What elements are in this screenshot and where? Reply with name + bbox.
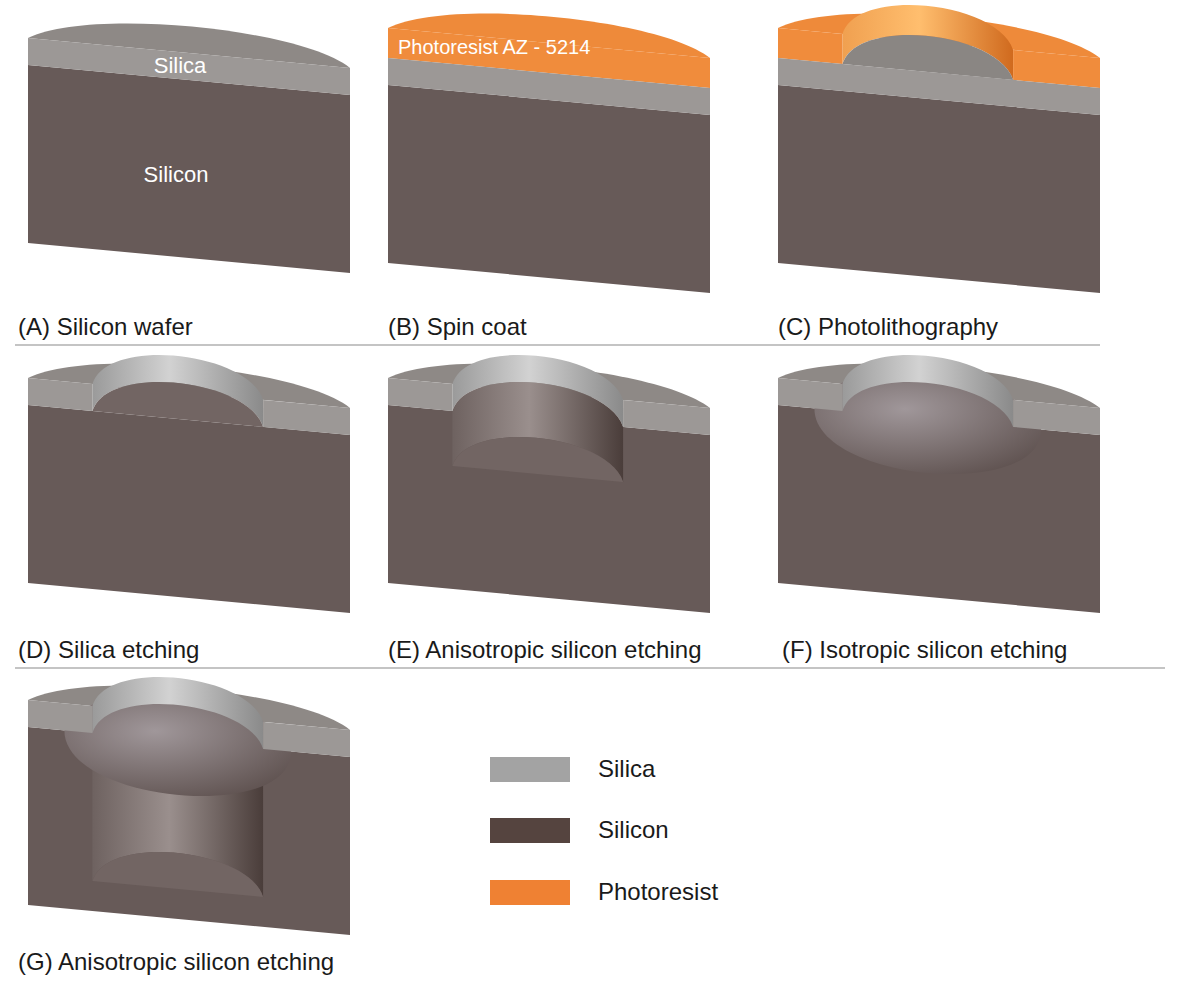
etched-wall: [842, 355, 1013, 427]
step-caption: (C) Photolithography: [778, 314, 998, 340]
layer-front: [778, 58, 1100, 115]
layer-front: [1013, 400, 1100, 435]
layer-front: [388, 85, 710, 293]
layer-front: [263, 722, 350, 757]
etched-floor: [92, 382, 263, 427]
layer-front: [778, 378, 842, 411]
step-caption: (A) Silicon wafer: [18, 314, 193, 340]
wafer-cross-section: [388, 355, 710, 613]
layer-front: [28, 378, 92, 411]
layer-front: [778, 28, 842, 64]
wafer-cross-section: [28, 355, 350, 613]
step-caption: (D) Silica etching: [18, 637, 199, 663]
row-separator: [15, 344, 1100, 346]
etched-wall: [92, 355, 263, 427]
legend-label: Silicon: [598, 817, 669, 843]
etched-wall: [452, 382, 623, 482]
layer-front: [623, 400, 710, 435]
etched-floor: [452, 437, 623, 482]
wafer-cross-section: [778, 5, 1100, 293]
row-separator: [15, 667, 1165, 669]
legend-swatch: [490, 757, 570, 782]
layer-label: Silicon: [144, 163, 209, 187]
layer-front: [28, 38, 350, 95]
layer-front: [388, 378, 452, 411]
legend-label: Photoresist: [598, 879, 718, 905]
step-caption: (F) Isotropic silicon etching: [782, 637, 1067, 663]
layer-front: [28, 405, 350, 613]
wafer-cross-section: [28, 677, 350, 935]
wafer-cross-section: [28, 24, 350, 273]
etched-wall: [92, 677, 263, 749]
layer-front: [388, 58, 710, 115]
legend-swatch: [490, 880, 570, 905]
etched-floor: [92, 852, 263, 897]
step-caption: (B) Spin coat: [388, 314, 527, 340]
layer-front: [263, 400, 350, 435]
wafer-cross-section: [778, 355, 1100, 613]
layer-front: [28, 65, 350, 273]
legend-swatch: [490, 818, 570, 843]
layer-label: Photoresist AZ - 5214: [398, 36, 590, 58]
legend-label: Silica: [598, 756, 655, 782]
wafer-cross-section: [388, 14, 710, 293]
step-caption: (G) Anisotropic silicon etching: [18, 949, 334, 975]
layer-front: [778, 85, 1100, 293]
step-caption: (E) Anisotropic silicon etching: [388, 637, 701, 663]
layer-front: [28, 700, 92, 733]
layer-label: Silica: [154, 54, 207, 78]
